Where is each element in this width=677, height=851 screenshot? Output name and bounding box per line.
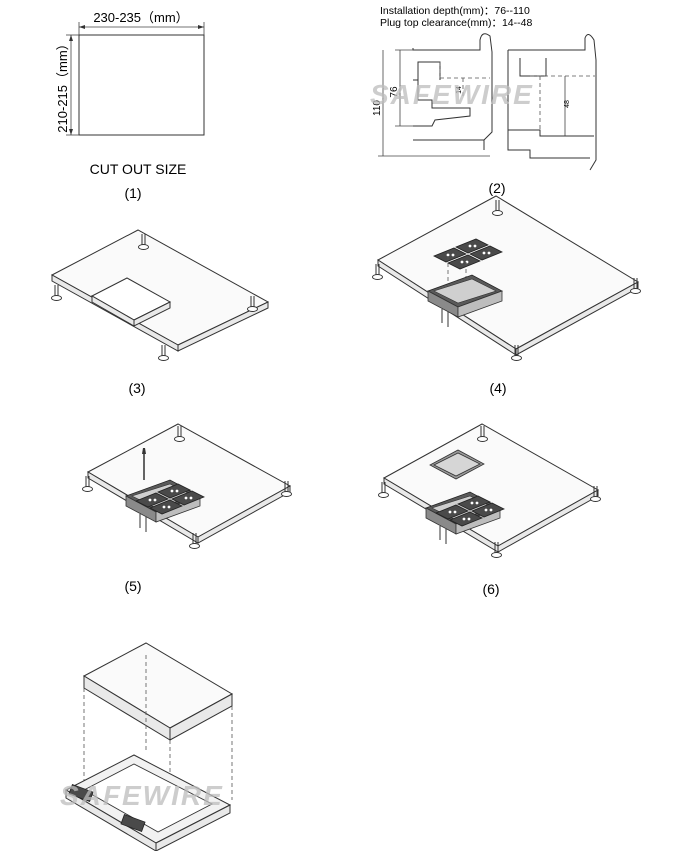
step3-label: (3) <box>128 380 145 396</box>
step2-section-panel: Installation depth(mm)：76--110 Plug top … <box>370 5 597 196</box>
step5-panel-drawing: (5) <box>82 423 292 594</box>
width-dimension-label: 230-235（mm） <box>93 10 188 25</box>
height-dimension-label: 210-215（mm） <box>55 37 70 132</box>
cutout-rectangle <box>78 34 205 136</box>
step1-label: (1) <box>124 185 141 201</box>
plug-clearance-text: Plug top clearance(mm)：14--48 <box>380 17 532 29</box>
watermark-bottom: SAFEWIRE <box>60 780 224 811</box>
step4-panel-drawing: (4) <box>372 195 641 396</box>
step6-label: (6) <box>482 581 499 597</box>
step7-exploded-lid: SAFEWIRE <box>60 642 234 851</box>
section-left-drawing <box>412 33 493 150</box>
dim-48-label: 48 <box>564 100 571 108</box>
dim-14-label: 14 <box>456 86 463 94</box>
step2-label: (2) <box>488 180 505 196</box>
step1-cutout-panel: 230-235（mm） 210-215（mm） CUT OUT SIZE (1) <box>55 10 205 201</box>
step4-label: (4) <box>489 380 506 396</box>
cutout-size-title: CUT OUT SIZE <box>90 161 187 177</box>
step5-label: (5) <box>124 578 141 594</box>
section-right-drawing <box>507 34 597 171</box>
installation-depth-text: Installation depth(mm)：76--110 <box>380 5 530 17</box>
watermark-top: SAFEWIRE <box>370 79 534 110</box>
step3-panel-drawing: (3) <box>50 229 270 396</box>
step6-panel-drawing: (6) <box>378 423 601 597</box>
dim-76-label: 76 <box>389 86 400 98</box>
dim-110-label: 110 <box>372 100 383 116</box>
